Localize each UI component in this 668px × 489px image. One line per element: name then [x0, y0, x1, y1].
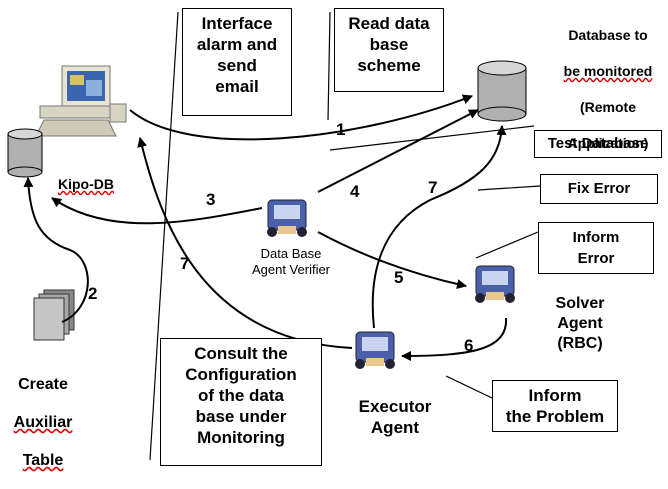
- auxiliar-table-icon: [33, 289, 75, 341]
- remote-db-label-line1: Database to: [568, 27, 648, 43]
- remote-db-label: Database to be monitored (Remote Applica…: [546, 8, 668, 170]
- create-auxiliar-label: Create Auxiliar Table: [8, 356, 78, 489]
- executor-agent-label: Executor Agent: [358, 397, 432, 437]
- arrow-4: [317, 109, 479, 193]
- consult-configuration-box: Consult the Configuration of the data ba…: [160, 338, 322, 466]
- inform-error-box: Inform Error: [538, 222, 654, 274]
- arrow-5: [317, 231, 467, 289]
- arrow-7-up: [371, 125, 507, 329]
- step-3: 3: [206, 190, 216, 209]
- verifier-agent-icon: [267, 199, 307, 237]
- diagram-canvas: Interface alarm and send email Read data…: [7, 8, 668, 469]
- step-1: 1: [336, 120, 346, 139]
- create-label-line2: Auxiliar: [13, 414, 73, 431]
- step-7-upper: 7: [428, 178, 438, 197]
- arrow-1: [129, 94, 473, 141]
- solver-agent-label: Solver Agent (RBC): [555, 295, 605, 352]
- computer-icon: [35, 65, 127, 137]
- remote-database-icon: [477, 60, 527, 122]
- arrow-7-left: [137, 137, 353, 349]
- executor-agent-icon: [355, 331, 395, 369]
- remote-db-label-line3: (Remote: [579, 99, 636, 115]
- read-scheme-box: Read data base scheme: [334, 8, 444, 92]
- step-5: 5: [394, 268, 404, 287]
- kipo-db-label: Kipo-DB: [58, 176, 114, 192]
- fix-error-box: Fix Error: [540, 174, 658, 204]
- step-7-lower: 7: [180, 254, 190, 273]
- interface-alarm-box: Interface alarm and send email: [182, 8, 292, 116]
- remote-db-label-line4: Application): [567, 135, 649, 151]
- remote-db-label-line2: be monitored: [563, 63, 653, 79]
- create-label-line3: Table: [22, 452, 64, 469]
- create-label-line1: Create: [18, 376, 68, 393]
- arrow-2: [23, 177, 89, 323]
- kipo-db-icon: [7, 128, 43, 178]
- solver-agent-icon: [475, 265, 515, 303]
- arrow-6: [401, 317, 508, 361]
- step-6: 6: [464, 336, 474, 355]
- inform-problem-box: Inform the Problem: [492, 380, 618, 432]
- step-4: 4: [350, 182, 360, 201]
- arrow-3: [51, 197, 263, 225]
- step-2: 2: [88, 284, 98, 303]
- test-database-box: Test Database: [534, 130, 662, 158]
- verifier-agent-label: Data Base Agent Verifier: [251, 246, 331, 277]
